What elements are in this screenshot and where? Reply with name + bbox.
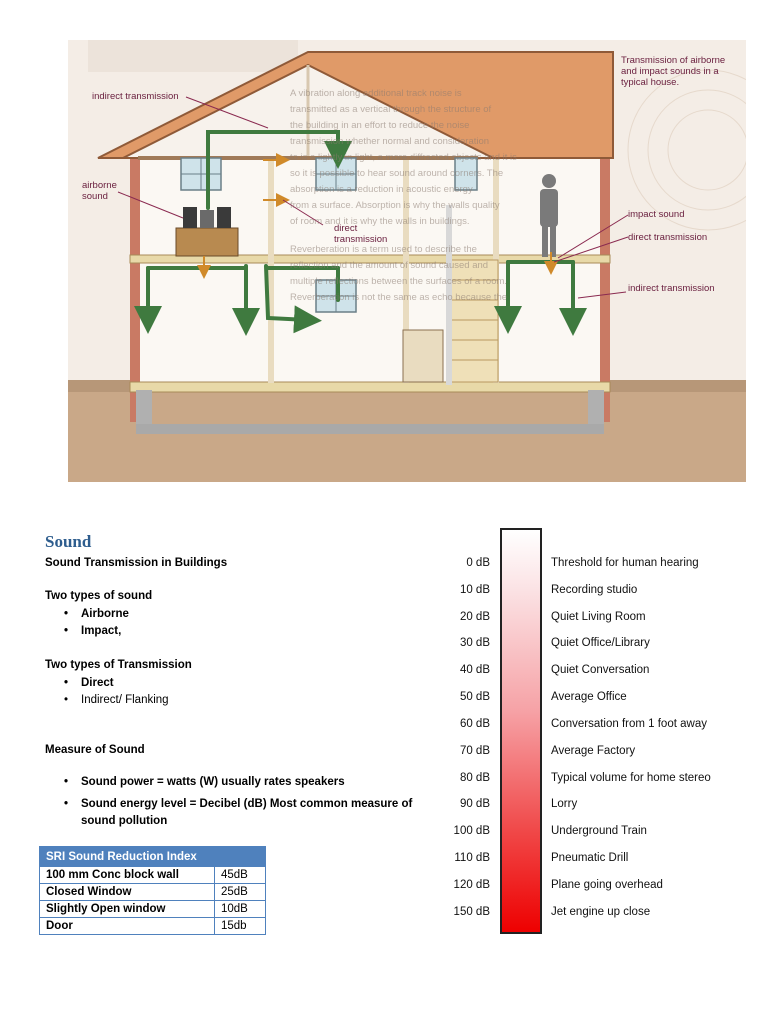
- db-description: Quiet Living Room: [551, 611, 646, 623]
- db-description: Quiet Conversation: [551, 664, 650, 676]
- db-value: 60 dB: [459, 718, 490, 730]
- label-direct-transmission-middle: direct transmission: [334, 223, 388, 245]
- db-value: 0 dB: [466, 557, 490, 569]
- house-sound-diagram: A vibration along additional track noise…: [68, 40, 746, 482]
- db-value: 50 dB: [459, 691, 490, 703]
- note-box: [88, 40, 298, 72]
- label-direct-transmission-right: direct transmission: [628, 232, 708, 243]
- db-value: 150 dB: [453, 906, 490, 918]
- db-description: Quiet Office/Library: [551, 637, 650, 649]
- db-description: Conversation from 1 foot away: [551, 718, 707, 730]
- measures-list: Sound power = watts (W) usually rates sp…: [55, 774, 440, 830]
- measure-title: Measure of Sound: [45, 744, 145, 756]
- table-row: Door 15db: [39, 917, 266, 935]
- table-cell-value: 10dB: [214, 900, 266, 918]
- transmission-title: Two types of Transmission: [45, 659, 192, 671]
- list-item: Direct: [55, 675, 169, 692]
- db-value: 40 dB: [459, 664, 490, 676]
- db-value: 70 dB: [459, 745, 490, 757]
- db-description: Threshold for human hearing: [551, 557, 699, 569]
- db-description: Plane going overhead: [551, 879, 663, 891]
- background-paragraph: A vibration along additional track noise…: [290, 88, 517, 303]
- door: [402, 329, 444, 383]
- table-row: Slightly Open window 10dB: [39, 900, 266, 918]
- table-row: Closed Window 25dB: [39, 883, 266, 901]
- ground-floor: [129, 381, 611, 393]
- db-description: Average Office: [551, 691, 627, 703]
- upper-floor: [129, 254, 611, 264]
- list-item: Airborne: [55, 606, 129, 623]
- table-cell-label: Slightly Open window: [39, 900, 215, 918]
- label-indirect-transmission-right: indirect transmission: [628, 283, 715, 294]
- sound-types-list: Airborne Impact,: [55, 606, 129, 640]
- db-value: 100 dB: [453, 825, 490, 837]
- types-title: Two types of sound: [45, 590, 153, 602]
- window-upper-right: [454, 157, 478, 191]
- list-item: Sound energy level = Decibel (dB) Most c…: [55, 796, 440, 830]
- diagram-caption: Transmission of airborne and impact soun…: [621, 55, 726, 88]
- label-airborne-sound: airborne sound: [82, 180, 117, 202]
- db-value: 120 dB: [453, 879, 490, 891]
- sri-table: SRI Sound Reduction Index 100 mm Conc bl…: [39, 846, 266, 935]
- db-value: 20 dB: [459, 611, 490, 623]
- speaker-left: [183, 207, 197, 228]
- table-cell-value: 25dB: [214, 883, 266, 901]
- table-cell-label: Closed Window: [39, 883, 215, 901]
- label-impact-sound: impact sound: [628, 209, 685, 220]
- db-description: Lorry: [551, 798, 578, 810]
- subheading: Sound Transmission in Buildings: [45, 557, 228, 569]
- db-value: 90 dB: [459, 798, 490, 810]
- db-description: Recording studio: [551, 584, 638, 596]
- sri-table-header: SRI Sound Reduction Index: [39, 846, 266, 867]
- ground: [68, 388, 746, 482]
- db-description: Pneumatic Drill: [551, 852, 629, 864]
- person-silhouette: [540, 174, 558, 257]
- decorative-rings: [627, 69, 746, 231]
- foundation-left: [136, 390, 152, 430]
- list-item: Impact,: [55, 623, 129, 640]
- db-description: Underground Train: [551, 825, 647, 837]
- label-indirect-transmission-left: indirect transmission: [92, 91, 179, 102]
- list-item: Sound power = watts (W) usually rates sp…: [55, 774, 440, 791]
- cabinet: [175, 227, 239, 257]
- db-description: Typical volume for home stereo: [551, 772, 711, 784]
- table-row: 100 mm Conc block wall 45dB: [39, 866, 266, 884]
- db-value: 30 dB: [459, 637, 490, 649]
- left-wall: [130, 152, 140, 422]
- db-value: 110 dB: [454, 852, 490, 864]
- db-description: Average Factory: [551, 745, 636, 757]
- db-value: 10 dB: [459, 584, 490, 596]
- speaker-right: [217, 207, 231, 228]
- house-illustration: [68, 40, 746, 482]
- db-value: 80 dB: [459, 772, 490, 784]
- decibel-gradient-bar: [500, 528, 542, 934]
- right-wall: [600, 152, 610, 422]
- section-heading: Sound: [45, 532, 92, 551]
- db-description: Jet engine up close: [551, 906, 651, 918]
- table-cell-value: 15db: [214, 917, 266, 935]
- transmission-list: Direct Indirect/ Flanking: [55, 675, 169, 709]
- table-cell-value: 45dB: [214, 866, 266, 884]
- foundation-right: [588, 390, 604, 430]
- staircase: [447, 259, 499, 383]
- table-cell-label: Door: [39, 917, 215, 935]
- list-item: Indirect/ Flanking: [55, 692, 169, 709]
- table-cell-label: 100 mm Conc block wall: [39, 866, 215, 884]
- hi-fi: [200, 210, 214, 228]
